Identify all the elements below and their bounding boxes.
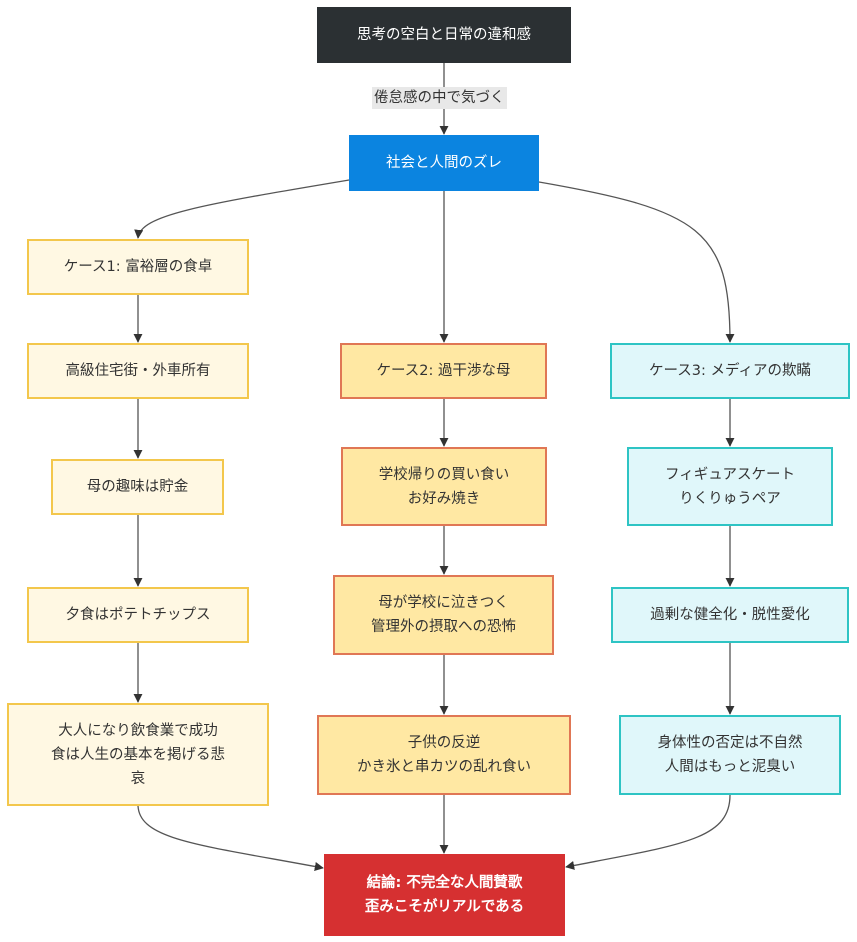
edge-c1-concl xyxy=(137,805,324,871)
case1-step-1: 高級住宅街・外車所有 xyxy=(27,343,249,399)
case2-step-3: 子供の反逆 かき氷と串カツの乱れ食い xyxy=(317,715,571,795)
case3-step-2: 過剰な健全化・脱性愛化 xyxy=(611,587,849,643)
case2-title-node: ケース2: 過干渉な母 xyxy=(340,343,547,399)
case1-step-4: 大人になり飲食業で成功 食は人生の基本を掲げる悲 哀 xyxy=(7,703,269,806)
case2-step-2: 母が学校に泣きつく 管理外の摂取への恐怖 xyxy=(333,575,554,655)
start-node: 思考の空白と日常の違和感 xyxy=(317,7,571,63)
edge-hub-case3 xyxy=(538,181,735,343)
case1-step-3: 夕食はポテトチップス xyxy=(27,587,249,643)
case3-step-3: 身体性の否定は不自然 人間はもっと泥臭い xyxy=(619,715,841,795)
case3-title-node: ケース3: メディアの欺瞞 xyxy=(610,343,850,399)
edge-label: 倦怠感の中で気づく xyxy=(372,87,507,109)
hub-node: 社会と人間のズレ xyxy=(349,135,539,191)
case3-step-1: フィギュアスケート りくりゅうペア xyxy=(627,447,833,526)
conclusion-node: 結論: 不完全な人間賛歌 歪みこそがリアルである xyxy=(324,854,565,936)
edge-c3-concl xyxy=(565,794,731,870)
case1-title-node: ケース1: 富裕層の食卓 xyxy=(27,239,249,295)
case2-step-1: 学校帰りの買い食い お好み焼き xyxy=(341,447,547,526)
edge-hub-case1 xyxy=(134,179,350,239)
case1-step-2: 母の趣味は貯金 xyxy=(51,459,224,515)
